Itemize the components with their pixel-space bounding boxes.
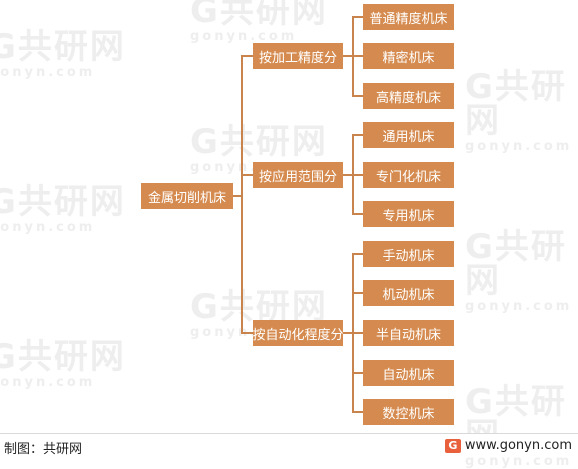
connector-leaf (352, 16, 363, 18)
watermark-logo: G (465, 227, 495, 267)
watermark: G共研网 gonyn.com (190, 0, 328, 43)
connector-leaf (352, 292, 363, 294)
watermark-logo: G (190, 287, 220, 327)
connector-leaf (352, 174, 363, 176)
leaf-node: 高精度机床 (363, 83, 454, 109)
connector-group-1-out (343, 55, 353, 57)
leaf-node: 专用机床 (363, 201, 454, 227)
watermark: G共研网 gonyn.com (0, 340, 126, 389)
gonyn-logo-icon: G (444, 438, 461, 453)
watermark-brand: 共研网 (17, 27, 126, 67)
leaf-node: 机动机床 (363, 280, 454, 306)
watermark-logo: G (190, 0, 220, 31)
watermark-brand: 共研网 (465, 227, 567, 301)
connector-leaf (352, 372, 363, 374)
watermark-url: gonyn.com (0, 220, 96, 235)
category-label: 按加工精度分 (258, 50, 337, 66)
footer: 制图：共研网 G www.gonyn.com (0, 433, 578, 457)
leaf-label: 专用机床 (382, 208, 435, 224)
leaf-label: 手动机床 (382, 248, 435, 264)
watermark-logo: G (190, 122, 220, 162)
watermark-brand: 共研网 (465, 67, 567, 141)
leaf-node: 专门化机床 (363, 162, 454, 188)
connector-group-2-out (343, 174, 353, 176)
category-label: 按应用范围分 (258, 169, 337, 185)
watermark-brand: 共研网 (219, 122, 328, 162)
connector-cat-3 (241, 332, 253, 334)
watermark: G共研网 gonyn.com (0, 185, 126, 234)
watermark: G共研网 gonyn.com (0, 30, 126, 79)
watermark-url: gonyn.com (465, 299, 573, 314)
connector-leaf (352, 213, 363, 215)
category-node: 按加工精度分 (253, 43, 343, 69)
watermark: G共研网 gonyn.com (465, 230, 578, 313)
watermark-url: gonyn.com (465, 139, 573, 154)
watermark-url: gonyn.com (190, 29, 298, 44)
connector-leaf (352, 55, 363, 57)
category-node: 按自动化程度分 (252, 320, 344, 346)
connector-root (233, 195, 242, 197)
connector-leaf (352, 95, 363, 97)
leaf-label: 高精度机床 (375, 90, 441, 106)
connector-cat-2 (241, 174, 253, 176)
watermark-url: gonyn.com (0, 375, 96, 390)
watermark-brand: 共研网 (17, 182, 126, 222)
leaf-node: 手动机床 (363, 241, 454, 267)
connector-leaf (352, 134, 363, 136)
connector-group-3-out (343, 332, 353, 334)
connector-leaf (352, 253, 363, 255)
category-node: 按应用范围分 (253, 162, 343, 188)
watermark-logo: G (465, 67, 495, 107)
footer-site: G www.gonyn.com (444, 438, 572, 453)
leaf-label: 普通精度机床 (369, 11, 448, 27)
root-node: 金属切削机床 (141, 183, 233, 209)
leaf-node: 普通精度机床 (363, 4, 454, 30)
leaf-node: 精密机床 (363, 43, 454, 69)
leaf-label: 自动机床 (382, 367, 435, 383)
leaf-node: 半自动机床 (363, 320, 454, 346)
connector-leaf (352, 332, 363, 334)
leaf-label: 机动机床 (382, 287, 435, 303)
watermark-logo: G (0, 182, 18, 222)
watermark: G共研网 gonyn.com (465, 70, 578, 153)
watermark-brand: 共研网 (17, 337, 126, 377)
leaf-label: 专门化机床 (375, 169, 441, 185)
connector-cat-1 (241, 55, 253, 57)
footer-site-url: www.gonyn.com (464, 438, 572, 453)
connector-trunk (241, 55, 243, 334)
leaf-label: 通用机床 (382, 129, 435, 145)
footer-credit: 制图：共研网 (4, 442, 83, 457)
watermark-logo: G (465, 382, 495, 422)
root-label: 金属切削机床 (147, 190, 226, 206)
leaf-node: 通用机床 (363, 122, 454, 148)
category-label: 按自动化程度分 (252, 327, 344, 343)
leaf-node: 数控机床 (363, 399, 454, 425)
watermark-url: gonyn.com (0, 65, 96, 80)
leaf-node: 自动机床 (363, 360, 454, 386)
watermark-brand: 共研网 (219, 0, 328, 31)
connector-leaf (352, 411, 363, 413)
leaf-label: 数控机床 (382, 406, 435, 422)
leaf-label: 精密机床 (382, 50, 435, 66)
leaf-label: 半自动机床 (375, 327, 441, 343)
watermark-logo: G (0, 337, 18, 377)
watermark-logo: G (0, 27, 18, 67)
